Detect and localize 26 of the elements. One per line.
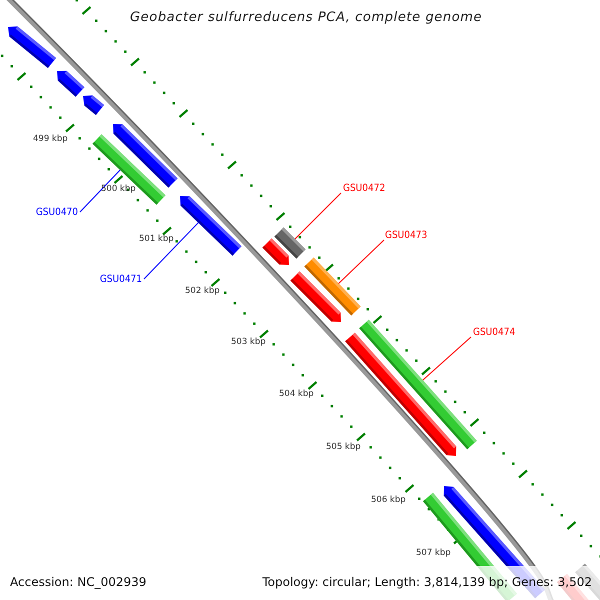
scale-label: 502 kbp — [185, 287, 220, 296]
gene-feature — [180, 196, 242, 256]
gene-label: GSU0473 — [385, 231, 428, 241]
gene-label: GSU0472 — [343, 184, 386, 194]
leader-line — [80, 170, 121, 212]
scale-label: 507 kbp — [416, 549, 451, 558]
scale-label: 504 kbp — [279, 390, 314, 398]
leader-line — [338, 240, 384, 284]
gene-label: GSU0470 — [36, 208, 78, 218]
gene-label: GSU0471 — [100, 275, 142, 285]
scale-label: 503 kbp — [231, 338, 266, 346]
gene-feature — [304, 258, 361, 316]
gene-feature — [92, 134, 166, 205]
scale-label: 500 kbp — [101, 185, 136, 194]
scale-label: 499 kbp — [33, 135, 68, 144]
accession-text: Accession: NC_002939 — [10, 576, 146, 588]
leader-line — [422, 336, 472, 381]
scale-label: 501 kbp — [139, 235, 174, 244]
scale-label: 505 kbp — [326, 443, 361, 452]
leader-line — [294, 192, 342, 240]
scale-label: 506 kbp — [371, 496, 406, 504]
diagram-title: Geobacter sulfurreducens PCA, complete genome — [130, 11, 482, 24]
gene-feature — [274, 227, 306, 259]
leader-line — [144, 222, 199, 280]
genome-stats-text: Topology: circular; Length: 3,814,139 bp; Genes: 3,502 — [262, 576, 592, 588]
gene-label: GSU0474 — [473, 328, 516, 338]
